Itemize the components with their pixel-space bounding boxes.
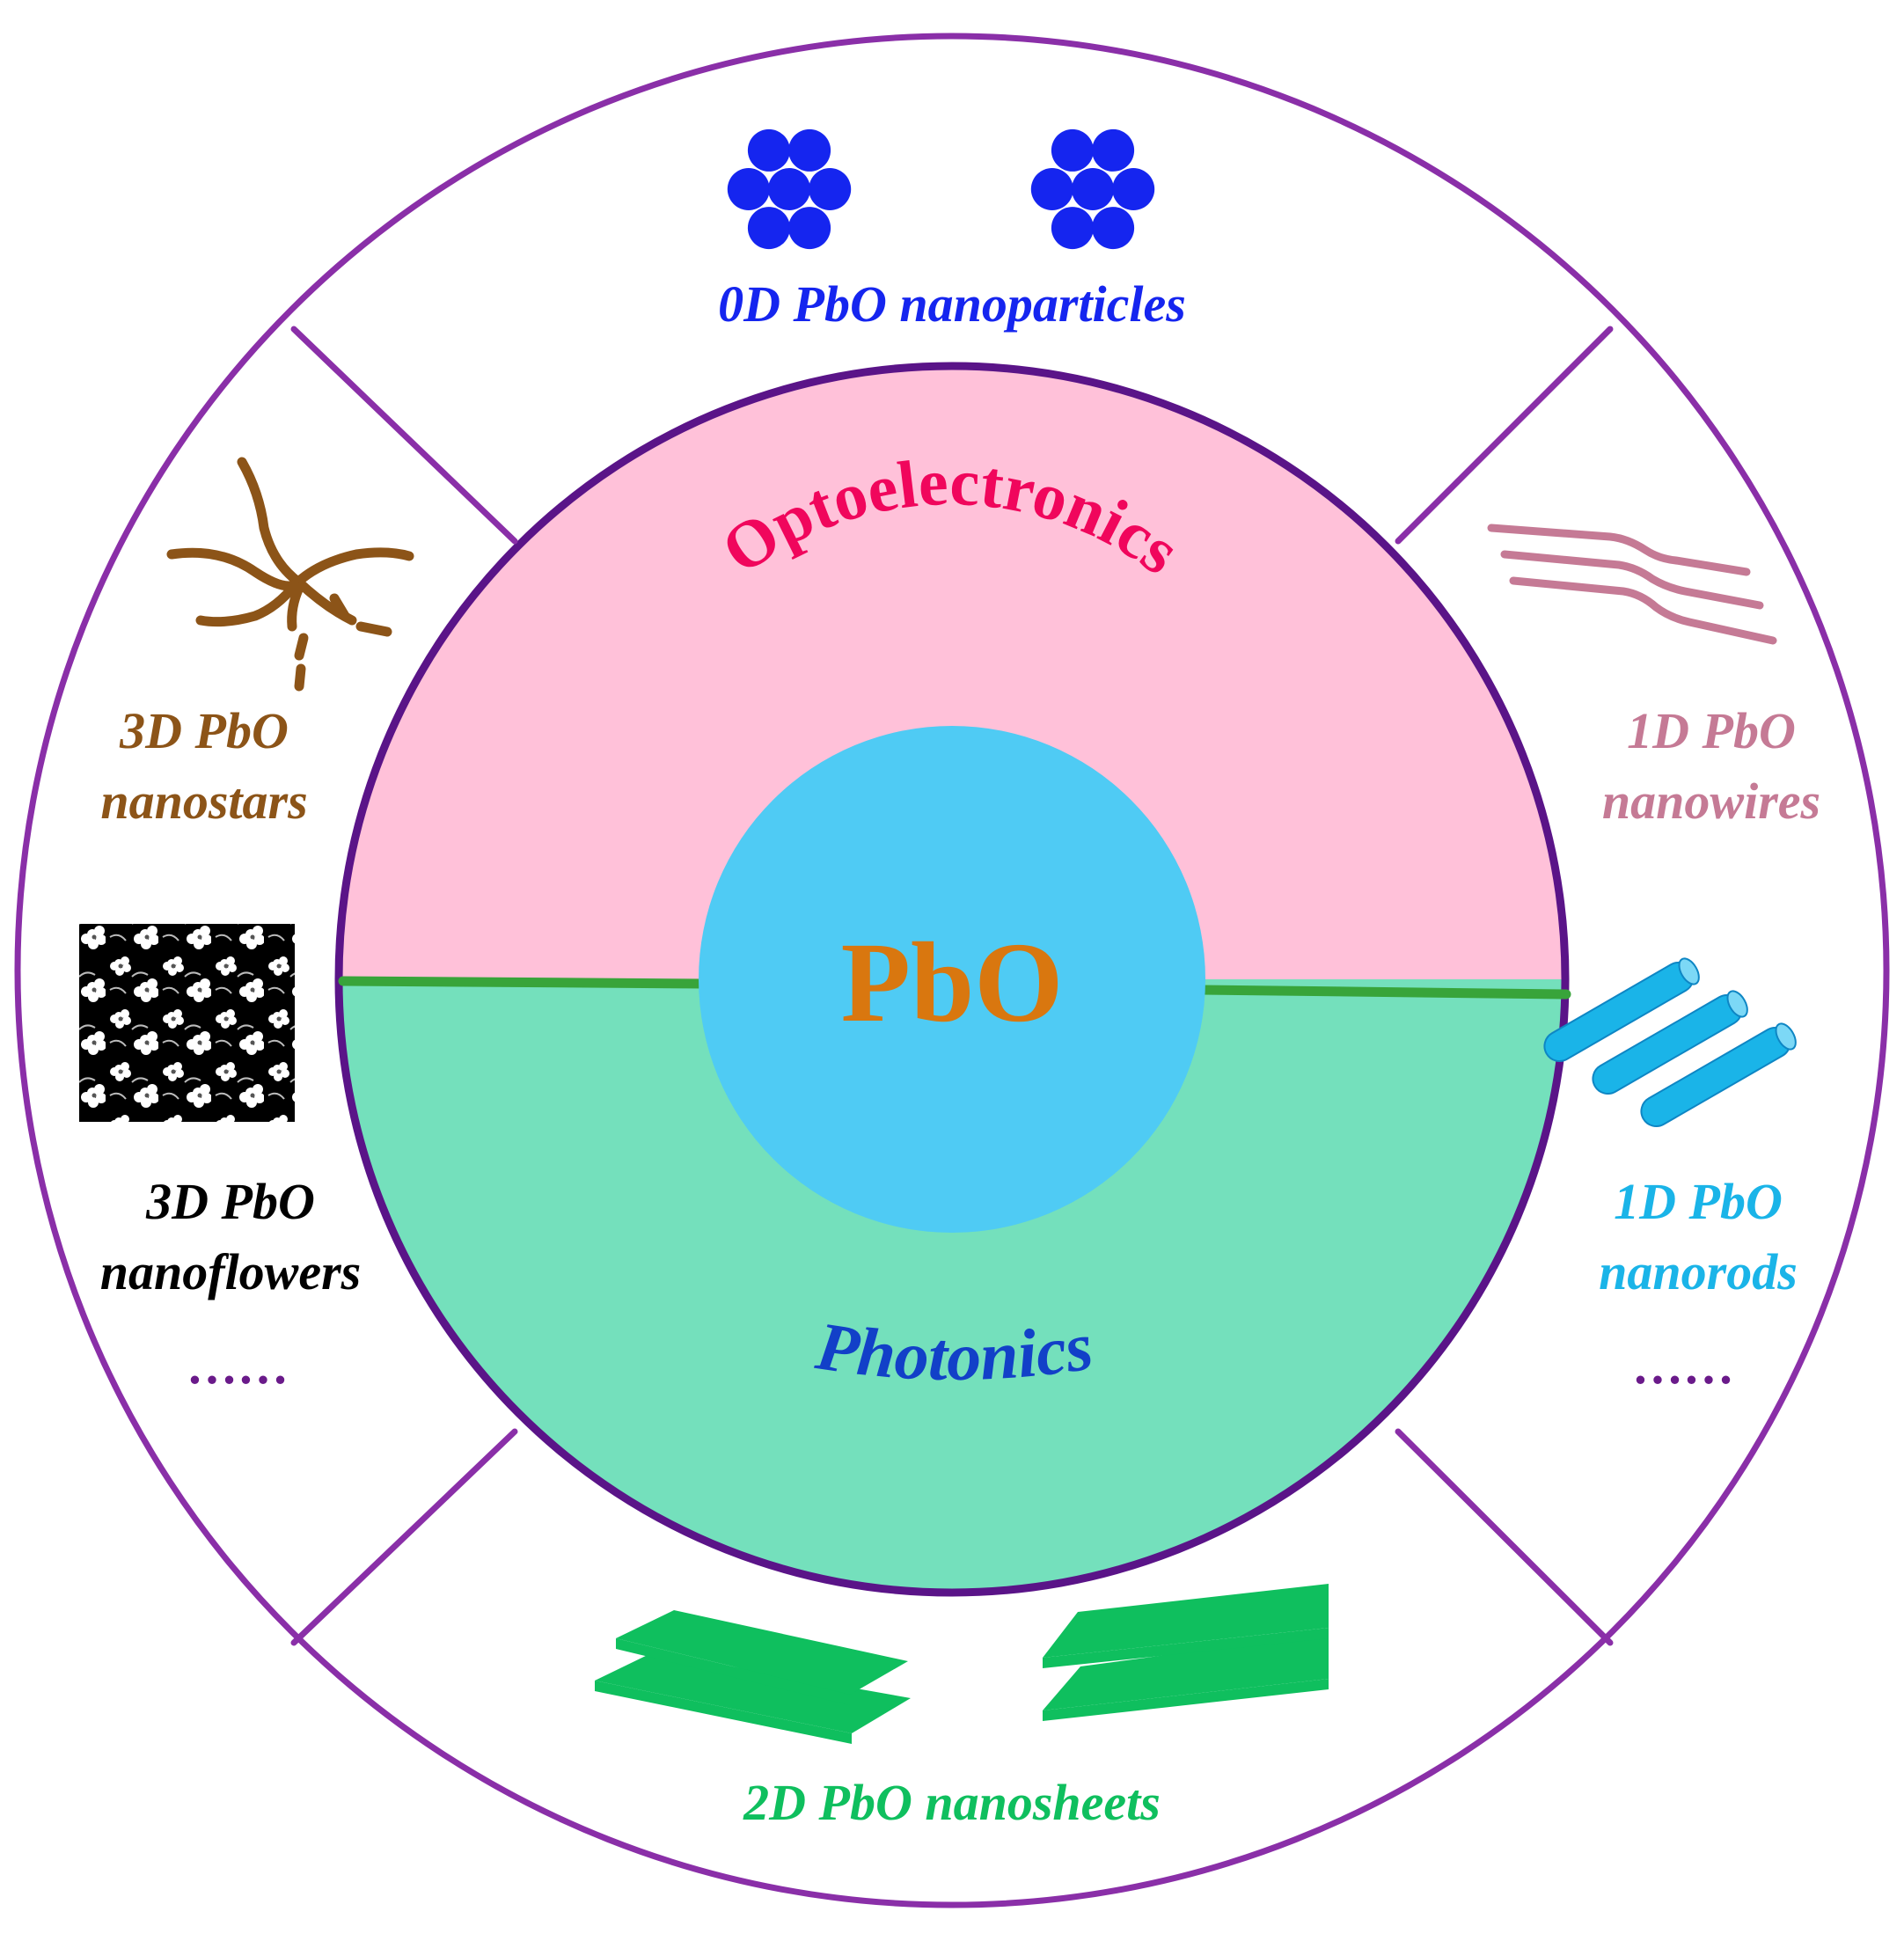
half-divider: [338, 976, 1571, 1000]
nanoflowers-label-line2: nanoflowers: [100, 1243, 362, 1300]
nanoparticles-icon: [727, 128, 1155, 250]
nanoparticle: [1092, 207, 1135, 250]
nanoparticle: [727, 168, 770, 210]
segment-3d-nanoflowers: 3D PbO nanoflowers ……: [79, 924, 361, 1395]
segment-1d-nanorods: 1D PbO nanorods ……: [1543, 957, 1798, 1395]
center-circle: [699, 726, 1205, 1233]
optoelectronics-half: [340, 366, 1566, 979]
nanowires-label-line2: nanowires: [1602, 773, 1820, 830]
photonics-half: [340, 979, 1566, 1593]
nanoflowers-label-line1: 3D PbO: [145, 1173, 315, 1230]
left-ellipsis: ……: [188, 1337, 290, 1395]
nanostars-label-line2: nanostars: [100, 773, 307, 830]
nanorod: [1543, 957, 1700, 1062]
nanorods-label-line2: nanorods: [1599, 1243, 1798, 1300]
photonics-label: Photonics: [811, 1307, 1098, 1395]
nanoparticle: [768, 168, 810, 210]
nanoparticles-label: 0D PbO nanoparticles: [718, 275, 1186, 333]
nanorods-label-line1: 1D PbO: [1614, 1173, 1783, 1230]
nanorod: [1592, 990, 1748, 1095]
segment-dividers: [290, 326, 1614, 1646]
nanostars-icon: [166, 457, 414, 692]
nanoparticle: [788, 128, 831, 172]
segment-2d-nanosheets: 2D PbO nanosheets: [595, 1584, 1329, 1831]
nanostars-label-line1: 3D PbO: [119, 702, 289, 759]
inner-disc: [334, 362, 1570, 1597]
segment-0d-nanoparticles: 0D PbO nanoparticles: [718, 128, 1186, 333]
segment-3d-nanostars: 3D PbO nanostars: [100, 457, 414, 830]
nanorod: [1640, 1022, 1797, 1127]
nanoparticle: [1092, 128, 1135, 172]
segment-1d-nanowires: 1D PbO nanowires: [1487, 524, 1820, 830]
nanoparticle: [1072, 168, 1114, 210]
nanoparticle: [1030, 168, 1073, 210]
nanowires-icon: [1487, 524, 1777, 645]
nanoparticle: [1051, 207, 1094, 250]
nanoflowers-icon: [79, 924, 295, 1122]
nanosheets-label: 2D PbO nanosheets: [743, 1774, 1161, 1831]
nanoparticle: [747, 128, 790, 172]
center-label: PbO: [841, 919, 1064, 1046]
nanoparticle: [809, 168, 852, 210]
nanoparticle: [788, 207, 831, 250]
nanorods-icon: [1543, 957, 1797, 1127]
nanosheets-icon: [595, 1584, 1329, 1744]
nanoparticle: [1112, 168, 1155, 210]
nanoparticle: [1051, 128, 1094, 172]
nanowires-label-line1: 1D PbO: [1627, 702, 1796, 759]
nanoparticle: [747, 207, 790, 250]
right-ellipsis: ……: [1634, 1337, 1736, 1395]
